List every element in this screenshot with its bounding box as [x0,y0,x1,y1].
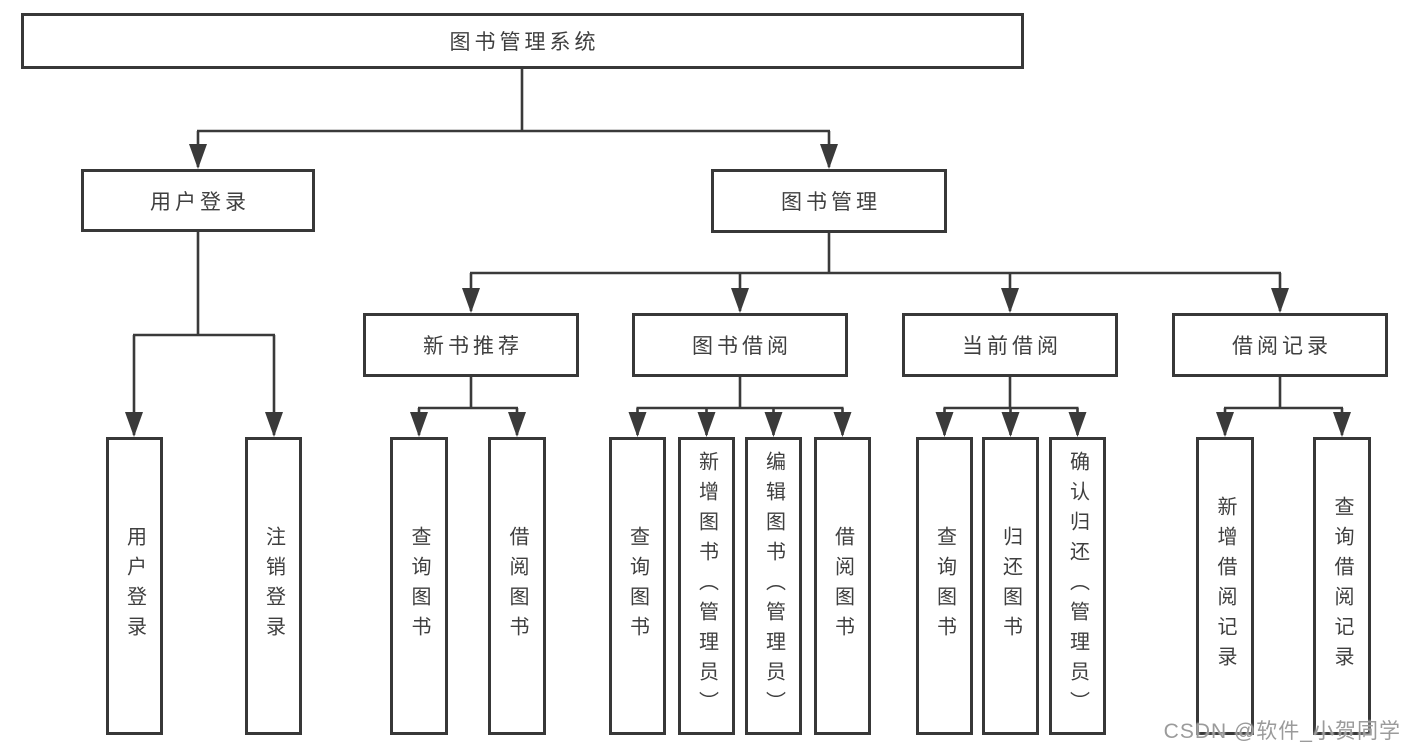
leaf-edit-books-admin: 编辑图书（管理员） [745,437,802,735]
leaf-query-books: 查询图书 [916,437,973,735]
leaf-query-books: 查询图书 [390,437,448,735]
node-new-book-recommend: 新书推荐 [363,313,579,377]
node-user-login: 用户登录 [81,169,315,232]
leaf-return-books: 归还图书 [982,437,1039,735]
node-current-borrow: 当前借阅 [902,313,1118,377]
node-borrow-records: 借阅记录 [1172,313,1388,377]
leaf-borrow-books: 借阅图书 [814,437,871,735]
arrowhead-icons [125,144,1351,437]
node-root-library-system: 图书管理系统 [21,13,1024,69]
leaf-borrow-books: 借阅图书 [488,437,546,735]
node-book-borrow: 图书借阅 [632,313,848,377]
leaf-logout: 注销登录 [245,437,302,735]
leaf-user-login: 用户登录 [106,437,163,735]
leaf-confirm-return-admin: 确认归还（管理员） [1049,437,1106,735]
leaf-add-borrow-record: 新增借阅记录 [1196,437,1254,735]
leaf-query-books: 查询图书 [609,437,666,735]
node-book-management: 图书管理 [711,169,947,233]
leaf-add-books-admin: 新增图书（管理员） [678,437,735,735]
leaf-query-borrow-record: 查询借阅记录 [1313,437,1371,735]
csdn-watermark: CSDN @软件_小贺同学 [1163,720,1401,743]
